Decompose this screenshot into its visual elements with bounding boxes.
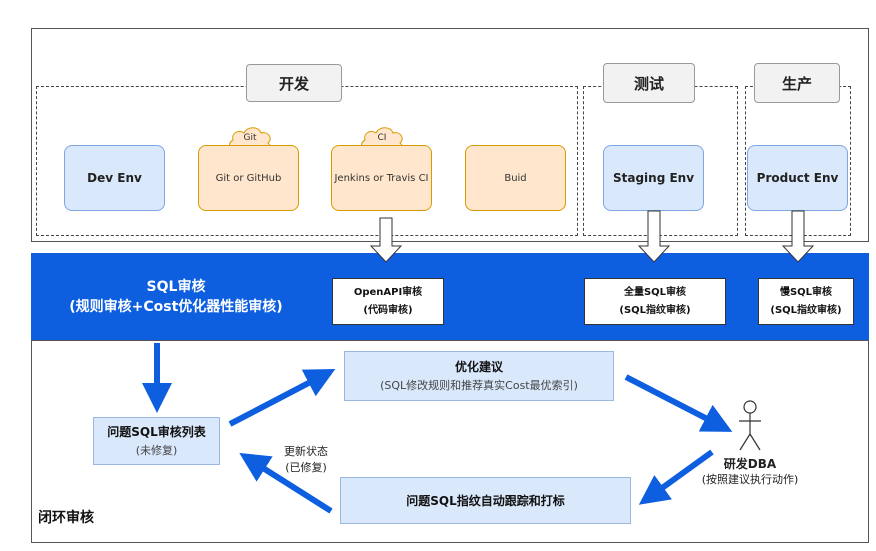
update-status-title: 更新状态 xyxy=(284,445,328,458)
full-sql-review-box: 全量SQL审核 (SQL指纹审核) xyxy=(584,278,726,325)
slow-sql-review-subtitle: (SQL指纹审核) xyxy=(770,304,842,316)
arrow-list-to-optimize xyxy=(228,369,336,427)
optimize-suggestion-subtitle: (SQL修改规则和推荐真实Cost最优索引) xyxy=(380,379,578,392)
band-title-line2: (规则审核+Cost优化器性能审核) xyxy=(69,299,283,315)
issue-sql-list-box: 问题SQL审核列表 (未修复) xyxy=(93,417,220,465)
stage-dev: 开发 xyxy=(246,64,342,102)
update-status-label: 更新状态 (已修复) xyxy=(268,444,344,476)
arrow-tracking-to-list xyxy=(239,452,333,514)
openapi-review-subtitle: (代码审核) xyxy=(363,304,413,316)
issue-sql-list-title: 问题SQL审核列表 xyxy=(107,425,206,439)
build-box: Buid xyxy=(465,145,566,211)
product-env-box: Product Env xyxy=(747,145,848,211)
sql-review-band xyxy=(31,253,869,340)
dba-title: 研发DBA xyxy=(723,457,777,471)
git-cloud-label: Git xyxy=(243,133,257,143)
arrow-optimize-to-dba xyxy=(624,374,733,432)
stage-prod: 生产 xyxy=(754,63,840,103)
optimize-suggestion-title: 优化建议 xyxy=(454,360,503,374)
slow-sql-review-title: 慢SQL审核 xyxy=(779,286,833,298)
dba-subtitle: (按照建议执行动作) xyxy=(701,473,799,486)
closed-loop-label: 闭环审核 xyxy=(38,510,94,526)
full-sql-review-title: 全量SQL审核 xyxy=(623,286,687,298)
environments-frame xyxy=(31,28,869,242)
arrow-dba-to-tracking xyxy=(638,449,714,505)
down-arrow-staging xyxy=(637,210,671,263)
openapi-review-title: OpenAPI审核 xyxy=(353,286,423,298)
issue-sql-list-subtitle: (未修复) xyxy=(135,444,178,457)
band-title: SQL审核 (规则审核+Cost优化器性能审核) xyxy=(36,277,316,317)
openapi-review-box: OpenAPI审核 (代码审核) xyxy=(332,278,444,325)
git-or-github-box: Git or GitHub xyxy=(198,145,299,211)
dba-person-icon xyxy=(739,400,761,451)
band-title-line1: SQL审核 xyxy=(146,279,206,295)
update-status-subtitle: (已修复) xyxy=(285,461,327,474)
down-arrow-prod xyxy=(781,210,815,263)
full-sql-review-subtitle: (SQL指纹审核) xyxy=(619,304,691,316)
slow-sql-review-box: 慢SQL审核 (SQL指纹审核) xyxy=(758,278,854,325)
ci-cloud-label: CI xyxy=(377,133,387,143)
jenkins-box: Jenkins or Travis CI xyxy=(331,145,432,211)
optimize-suggestion-box: 优化建议 (SQL修改规则和推荐真实Cost最优索引) xyxy=(344,351,614,401)
stage-test: 测试 xyxy=(603,63,695,103)
dev-env-box: Dev Env xyxy=(64,145,165,211)
tracking-label: 问题SQL指纹自动跟踪和打标 xyxy=(406,493,565,508)
tracking-box: 问题SQL指纹自动跟踪和打标 xyxy=(340,477,631,524)
dba-label: 研发DBA (按照建议执行动作) xyxy=(680,456,820,488)
down-arrow-dev xyxy=(369,217,403,263)
